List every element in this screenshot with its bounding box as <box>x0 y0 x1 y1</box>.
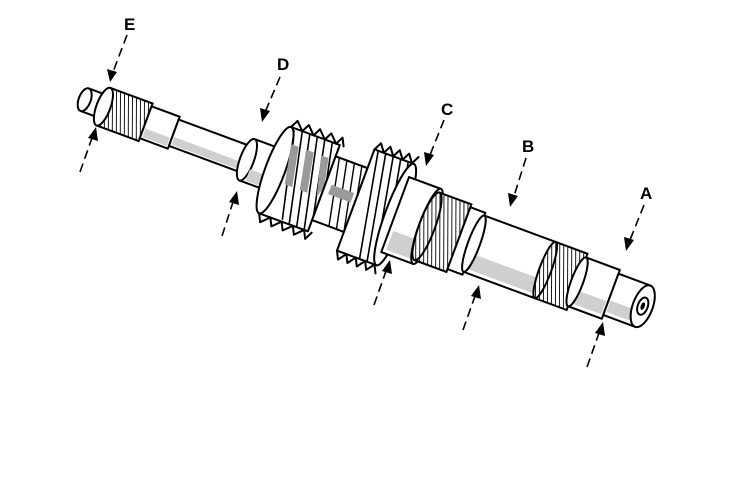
gear-d <box>255 119 345 240</box>
label-b: B <box>522 137 534 156</box>
label-e: E <box>124 15 135 34</box>
shaft-section-b <box>411 191 589 312</box>
callout-arrows-bottom <box>79 127 605 368</box>
label-c: C <box>441 100 453 119</box>
label-d: D <box>277 55 289 74</box>
callout-arrows-top <box>107 34 645 251</box>
shaft-end-e <box>76 86 181 150</box>
label-a: A <box>640 184 652 203</box>
shaft-end-a <box>565 256 656 329</box>
mainshaft <box>76 86 656 329</box>
